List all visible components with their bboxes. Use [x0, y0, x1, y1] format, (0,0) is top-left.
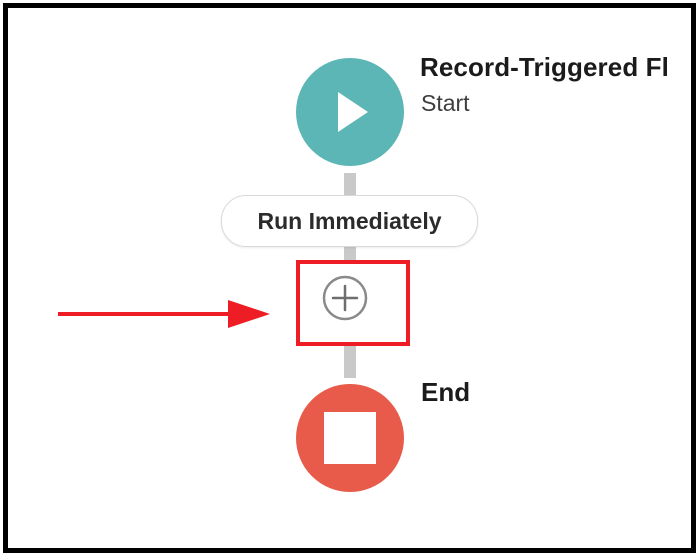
run-immediately-path-label[interactable]: Run Immediately: [221, 195, 478, 247]
stop-icon: [324, 412, 376, 464]
add-circle-icon: [322, 275, 368, 321]
start-node-subtitle: Start: [421, 90, 470, 116]
add-element-button[interactable]: [321, 274, 369, 322]
start-node-title: Record-Triggered Fl: [420, 52, 669, 82]
start-node[interactable]: [296, 58, 404, 166]
end-node[interactable]: [296, 384, 404, 492]
right-arrow-icon: [58, 300, 270, 328]
play-icon: [338, 92, 368, 132]
flow-canvas: Record-Triggered Fl Start Run Immediatel…: [3, 3, 696, 553]
end-node-title: End: [421, 377, 471, 407]
